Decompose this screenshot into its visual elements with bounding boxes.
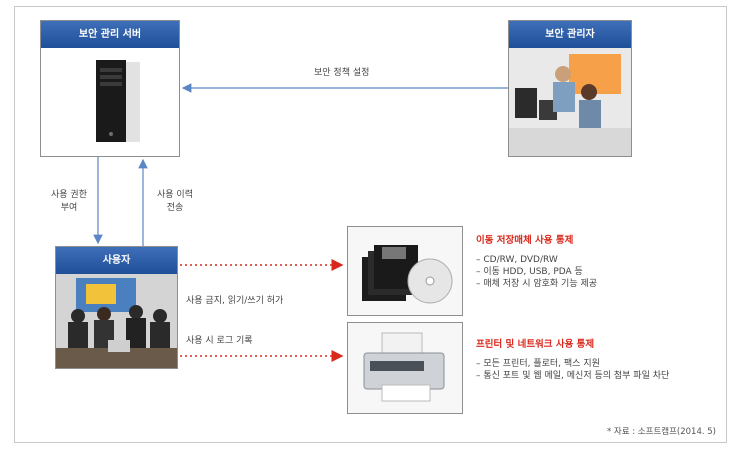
list-item: – 이동 HDD, USB, PDA 등 xyxy=(476,267,583,277)
user-title: 사용자 xyxy=(56,247,177,274)
admin-title: 보안 관리자 xyxy=(509,21,631,48)
removable-media-image xyxy=(347,226,463,316)
list-item: – 매체 저장 시 암호화 기능 제공 xyxy=(476,279,598,289)
list-item: – 통신 포트 및 웹 메일, 메신저 등의 첨부 파일 차단 xyxy=(476,371,670,381)
list-item: – 모든 프린터, 플로터, 팩스 지원 xyxy=(476,359,600,369)
server-title: 보안 관리 서버 xyxy=(41,21,179,48)
server-tower-icon xyxy=(96,60,140,142)
policy-label: 보안 정책 설정 xyxy=(314,68,370,78)
usage-ban-label: 사용 금지, 읽기/쓰기 허가 xyxy=(186,296,284,306)
history-label: 사용 이력 전송 xyxy=(157,190,193,213)
removable-title: 이동 저장매체 사용 통제 xyxy=(476,235,574,246)
grant-label: 사용 권한 부여 xyxy=(51,190,87,213)
printer-image xyxy=(347,322,463,414)
printer-icon xyxy=(363,332,445,402)
user-box: 사용자 xyxy=(55,246,178,369)
admin-photo xyxy=(509,48,631,156)
security-admin-box: 보안 관리자 xyxy=(508,20,632,157)
disk-icon xyxy=(362,245,453,304)
removable-list: – CD/RW, DVD/RW – 이동 HDD, USB, PDA 등 – 매… xyxy=(476,254,597,290)
users-photo xyxy=(56,274,177,368)
security-server-box: 보안 관리 서버 xyxy=(40,20,180,157)
network-list: – 모든 프린터, 플로터, 팩스 지원 – 통신 포트 및 웹 메일, 메신저… xyxy=(476,358,669,382)
list-item: – CD/RW, DVD/RW xyxy=(476,255,558,265)
usage-log-label: 사용 시 로그 기록 xyxy=(186,336,253,346)
source-note: * 자료 : 소프트캠프(2014. 5) xyxy=(606,427,716,437)
network-title: 프린터 및 네트워크 사용 통제 xyxy=(476,339,595,350)
